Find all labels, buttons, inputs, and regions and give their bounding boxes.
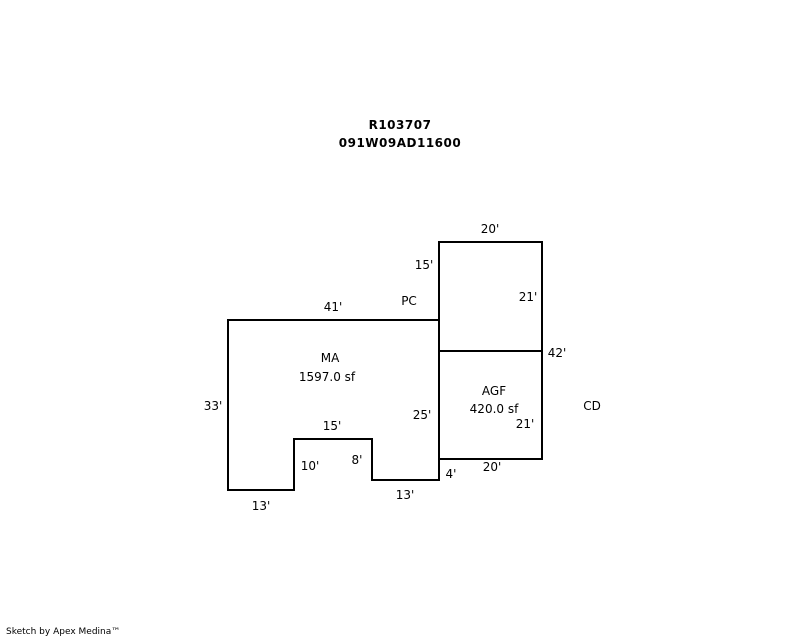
area-size-agf: 420.0 sf [470,402,519,416]
dimension-label: 15' [323,419,342,433]
dimension-label: 41' [324,300,343,314]
area-label-agf: AGF [482,384,506,398]
dimension-label: 33' [204,399,223,413]
parcel-id: R103707 [368,118,432,132]
garage-outline [439,350,543,460]
area-size-ma: 1597.0 sf [299,370,356,384]
dimension-label: 42' [548,346,567,360]
dimension-label: 13' [252,499,271,513]
label-cd: CD [583,399,601,413]
area-label-ma: MA [321,351,340,365]
dimension-label: 25' [413,408,432,422]
dimension-label: 13' [396,488,415,502]
dimension-label: 20' [483,460,502,474]
dimension-label: 8' [352,453,363,467]
dimension-label: 20' [481,222,500,236]
dimension-label: 21' [519,290,538,304]
label-pc: PC [401,294,417,308]
map-number: 091W09AD11600 [338,136,462,150]
dimension-label: 15' [415,258,434,272]
sketch-credit: Sketch by Apex Medina™ [6,627,121,637]
dimension-label: 10' [301,459,320,473]
dimension-label: 4' [446,467,457,481]
main-area-outline [227,241,543,491]
dimension-label: 21' [516,417,535,431]
